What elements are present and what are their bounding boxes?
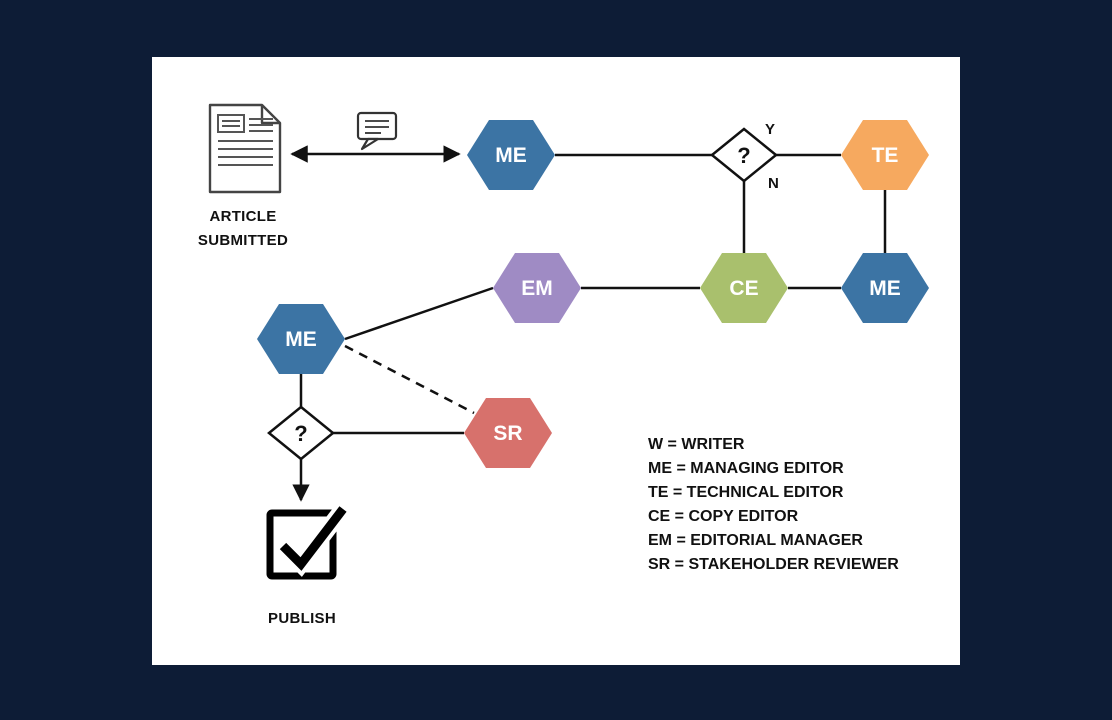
node-ce-hexagon [700,253,788,323]
node-ce-label: CE [729,277,758,300]
article-label-line1: ARTICLE [209,208,276,225]
node-me1-label: ME [495,144,527,167]
decision-1-no-label: N [768,175,779,192]
legend-item-me: ME = MANAGING EDITOR [648,460,844,477]
node-me3: ME [257,304,345,374]
node-me2-hexagon [841,253,929,323]
node-me1: ME [467,120,555,190]
legend-item-em: EM = EDITORIAL MANAGER [648,532,863,549]
node-ce: CE [700,253,788,323]
node-em-label: EM [521,277,553,300]
editorial-workflow-diagram: ARTICLE SUBMITTED ME TE CE ME EM ME SR [198,103,929,627]
node-sr-label: SR [493,422,522,445]
comment-icon [356,111,398,151]
document-icon [208,103,282,194]
flowchart-canvas: ARTICLE SUBMITTED ME TE CE ME EM ME SR [152,57,960,665]
publish-checkbox-icon [266,503,350,580]
legend-item-sr: SR = STAKEHOLDER REVIEWER [648,556,899,573]
node-sr: SR [464,398,552,468]
node-me1-hexagon [467,120,555,190]
node-te-hexagon [841,120,929,190]
node-sr-hexagon [464,398,552,468]
connector-me3-sr-dashed [344,344,475,415]
publish-node: PUBLISH [266,503,350,627]
decision-2: ? [267,405,335,461]
node-me3-hexagon [257,304,345,374]
node-me3-label: ME [285,328,317,351]
node-em-hexagon [493,253,581,323]
node-me2: ME [841,253,929,323]
decision-1-yes-label: Y [765,121,775,138]
node-te: TE [841,120,929,190]
connector-em-me3 [344,286,494,341]
node-me2-label: ME [869,277,901,300]
article-submitted-node: ARTICLE SUBMITTED [198,103,288,249]
legend: W = WRITER ME = MANAGING EDITOR TE = TEC… [648,436,899,573]
decision-1-symbol: ? [737,143,750,168]
decision-2-diamond [267,405,335,461]
legend-item-te: TE = TECHNICAL EDITOR [648,484,844,501]
legend-item-ce: CE = COPY EDITOR [648,508,799,525]
node-em: EM [493,253,581,323]
publish-label: PUBLISH [268,610,336,627]
decision-1-diamond [710,127,778,183]
legend-item-w: W = WRITER [648,436,745,453]
decision-2-symbol: ? [294,421,307,446]
node-te-label: TE [872,144,899,167]
article-label-line2: SUBMITTED [198,232,288,249]
decision-1: ? Y N [710,121,779,192]
